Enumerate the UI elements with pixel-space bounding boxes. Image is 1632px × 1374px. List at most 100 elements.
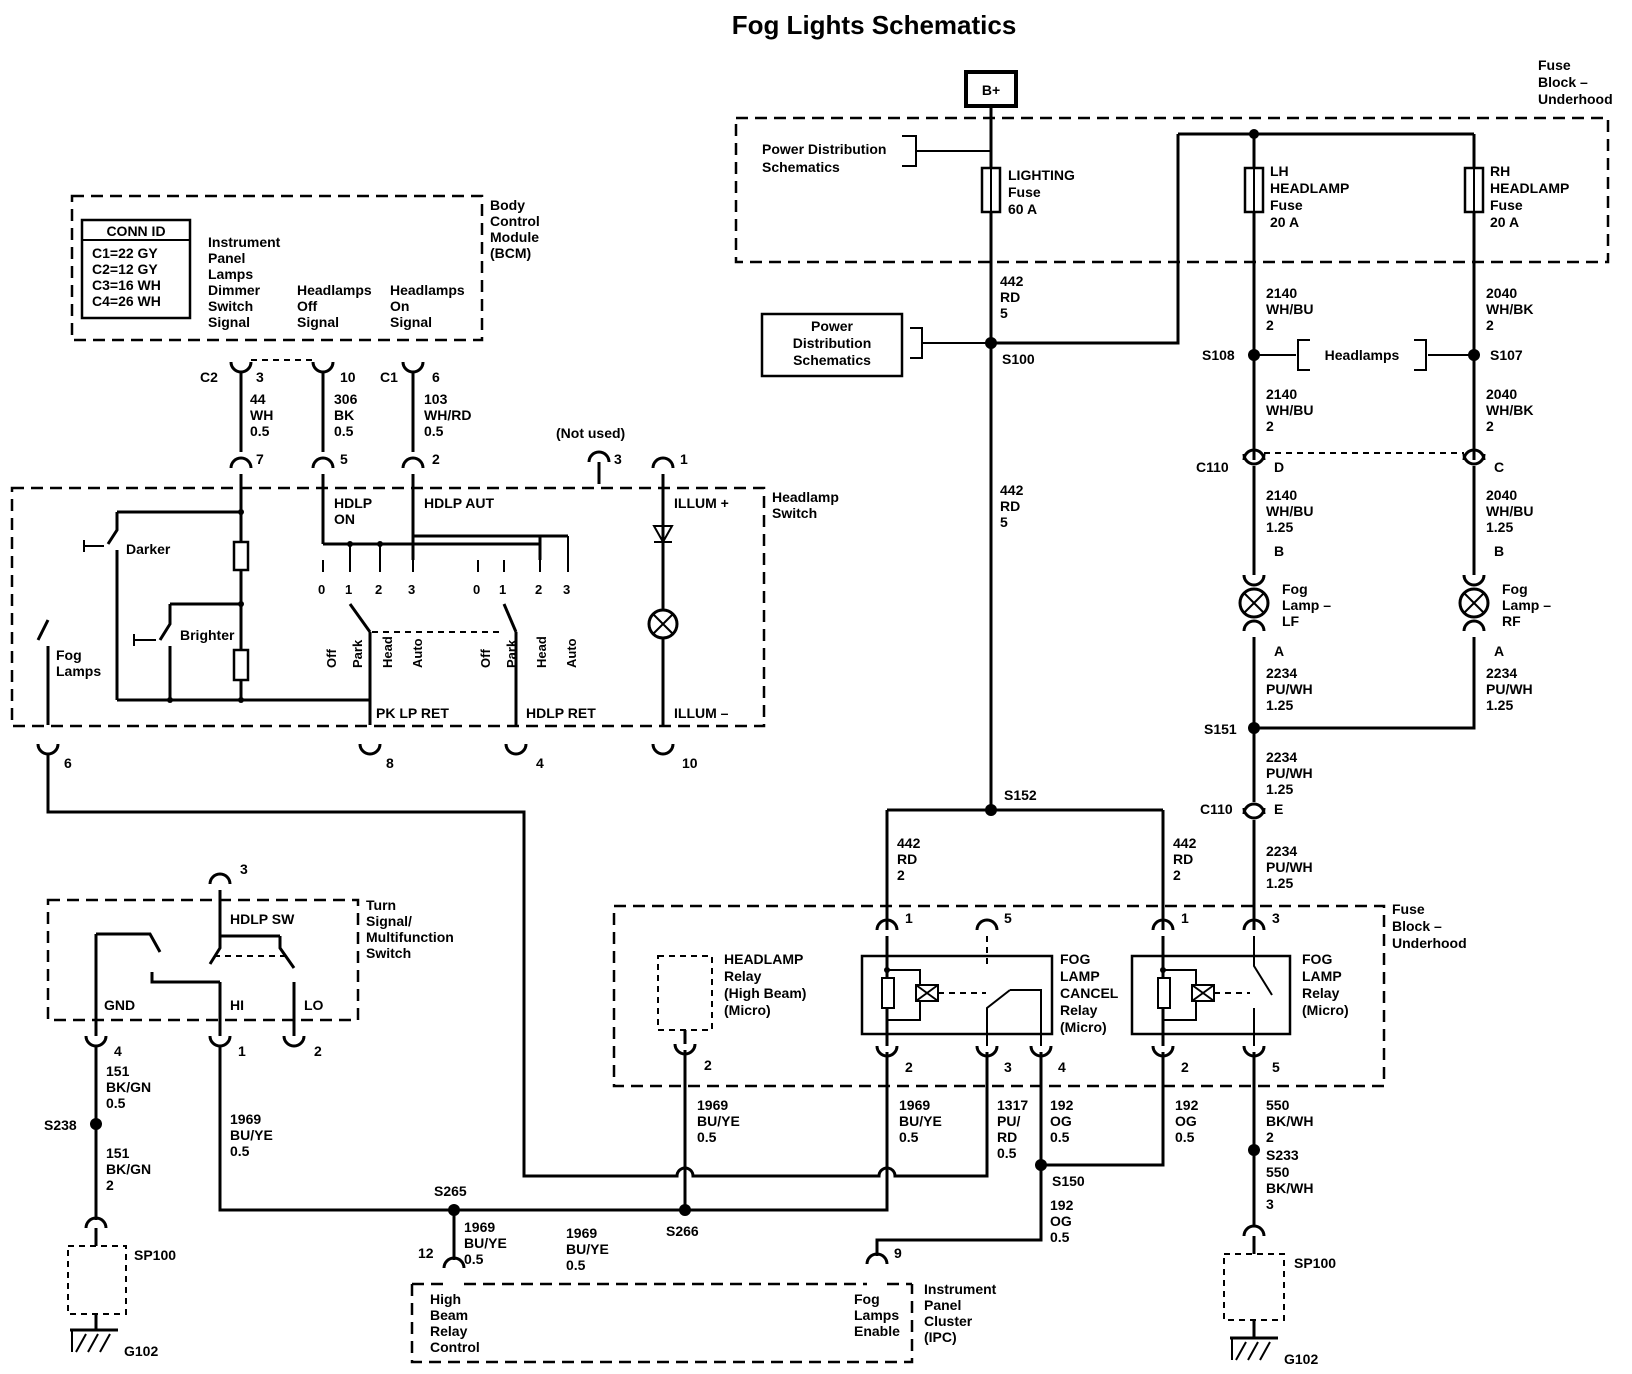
svg-text:0.5: 0.5 [250,423,270,439]
wire-1969-bu-ye-b: 1969 BU/YE 0.5 [464,1219,507,1267]
connector-c110-d-c: C110 D C [1196,448,1504,475]
svg-text:2: 2 [1173,867,1181,883]
svg-text:Signal/: Signal/ [366,913,412,929]
svg-text:Body: Body [490,197,525,213]
svg-text:0.5: 0.5 [566,1257,586,1273]
wire-103-wh-rd: 103 WH/RD 0.5 [424,391,471,439]
svg-text:OG: OG [1175,1113,1197,1129]
svg-text:Underhood: Underhood [1538,91,1613,107]
svg-text:PU/WH: PU/WH [1266,859,1313,875]
svg-text:1: 1 [345,582,352,597]
splice-s266-label: S266 [666,1223,699,1239]
svg-text:3: 3 [1272,910,1280,926]
svg-text:Headlamps: Headlamps [297,282,372,298]
svg-text:Off: Off [324,649,339,668]
svg-text:2: 2 [1266,1129,1274,1145]
fuse-block-underhood-top: Fuse Block – Underhood [734,57,1613,264]
headlamps-ref: Headlamps [1254,339,1474,371]
svg-text:Fog: Fog [854,1291,880,1307]
svg-text:Beam: Beam [430,1307,468,1323]
svg-text:442: 442 [1000,273,1024,289]
svg-text:1317: 1317 [997,1097,1028,1113]
svg-text:0.5: 0.5 [1050,1129,1070,1145]
svg-text:PU/: PU/ [997,1113,1020,1129]
rh-headlamp-fuse: RH HEADLAMP Fuse 20 A [1419,132,1569,230]
svg-text:1.25: 1.25 [1266,781,1293,797]
splice-s150 [1035,1159,1047,1171]
svg-text:LH: LH [1270,163,1289,179]
svg-text:151: 151 [106,1145,130,1161]
svg-text:0.5: 0.5 [334,423,354,439]
svg-text:WH/BU: WH/BU [1266,402,1313,418]
svg-text:2040: 2040 [1486,386,1517,402]
svg-text:CANCEL: CANCEL [1060,985,1119,1001]
svg-text:2234: 2234 [1486,665,1517,681]
svg-text:Fuse: Fuse [1270,197,1303,213]
svg-text:SP100: SP100 [134,1247,176,1263]
svg-text:Fuse: Fuse [1392,901,1425,917]
svg-text:Lamps: Lamps [208,266,253,282]
wire-151-bk-gn-b: 151 BK/GN 2 [106,1145,151,1193]
svg-text:0.5: 0.5 [1175,1129,1195,1145]
svg-text:RF: RF [1502,613,1521,629]
svg-text:3: 3 [240,861,248,877]
svg-text:LF: LF [1282,613,1300,629]
svg-text:Relay: Relay [1302,985,1340,1001]
svg-text:C110: C110 [1196,459,1229,475]
wire-2040-wh-bk-2-a: 2040 WH/BK 2 [1486,285,1533,333]
svg-text:Schematics: Schematics [793,352,871,368]
svg-text:C3=16 WH: C3=16 WH [92,277,161,293]
svg-text:RD: RD [1000,498,1020,514]
svg-text:3: 3 [1266,1196,1274,1212]
svg-text:2140: 2140 [1266,386,1297,402]
svg-text:5: 5 [1272,1059,1280,1075]
svg-text:Relay: Relay [724,968,762,984]
svg-text:Auto: Auto [564,638,579,668]
svg-text:BK/GN: BK/GN [106,1161,151,1177]
svg-text:20 A: 20 A [1270,214,1299,230]
svg-text:PK LP RET: PK LP RET [376,705,449,721]
svg-text:RD: RD [997,1129,1017,1145]
svg-text:2: 2 [905,1059,913,1075]
svg-text:Block –: Block – [1392,918,1442,934]
not-used-label: (Not used) [556,425,625,441]
svg-text:Schematics: Schematics [762,159,840,175]
splice-s107-label: S107 [1490,347,1523,363]
svg-text:1969: 1969 [464,1219,495,1235]
splice-s108-label: S108 [1202,347,1235,363]
svg-text:2140: 2140 [1266,487,1297,503]
svg-text:10: 10 [340,369,356,385]
svg-text:C110: C110 [1200,801,1233,817]
svg-text:WH/BK: WH/BK [1486,301,1533,317]
splice-s265-label: S265 [434,1183,467,1199]
svg-text:Instrument: Instrument [924,1281,997,1297]
instrument-panel-lamps-signal-label: Instrument Panel Lamps Dimmer Switch Sig… [208,234,281,330]
svg-text:Auto: Auto [410,638,425,668]
svg-text:Headlamps: Headlamps [1325,347,1400,363]
svg-text:G102: G102 [124,1343,158,1359]
svg-text:Switch: Switch [366,945,411,961]
svg-text:6: 6 [432,369,440,385]
svg-text:0.5: 0.5 [899,1129,919,1145]
svg-text:Underhood: Underhood [1392,935,1467,951]
svg-text:8: 8 [386,755,394,771]
svg-text:Multifunction: Multifunction [366,929,454,945]
fog-lamp-cancel-relay: FOG LAMP CANCEL Relay (Micro) 1 5 2 3 4 [860,910,1119,1075]
svg-text:C: C [1494,459,1504,475]
svg-text:RD: RD [897,851,917,867]
svg-text:(High Beam): (High Beam) [724,985,806,1001]
splice-s151-label: S151 [1204,721,1237,737]
svg-text:Fog: Fog [1282,581,1308,597]
page-title: Fog Lights Schematics [732,10,1017,40]
splice-s150-label: S150 [1052,1173,1085,1189]
svg-text:Fuse: Fuse [1490,197,1523,213]
svg-text:PU/WH: PU/WH [1486,681,1533,697]
svg-text:0.5: 0.5 [424,423,444,439]
pin-b-rf: B [1494,543,1504,559]
svg-text:C2: C2 [200,369,218,385]
svg-text:6: 6 [64,755,72,771]
svg-text:0.5: 0.5 [464,1251,484,1267]
svg-text:Panel: Panel [924,1297,961,1313]
svg-text:0.5: 0.5 [106,1095,126,1111]
